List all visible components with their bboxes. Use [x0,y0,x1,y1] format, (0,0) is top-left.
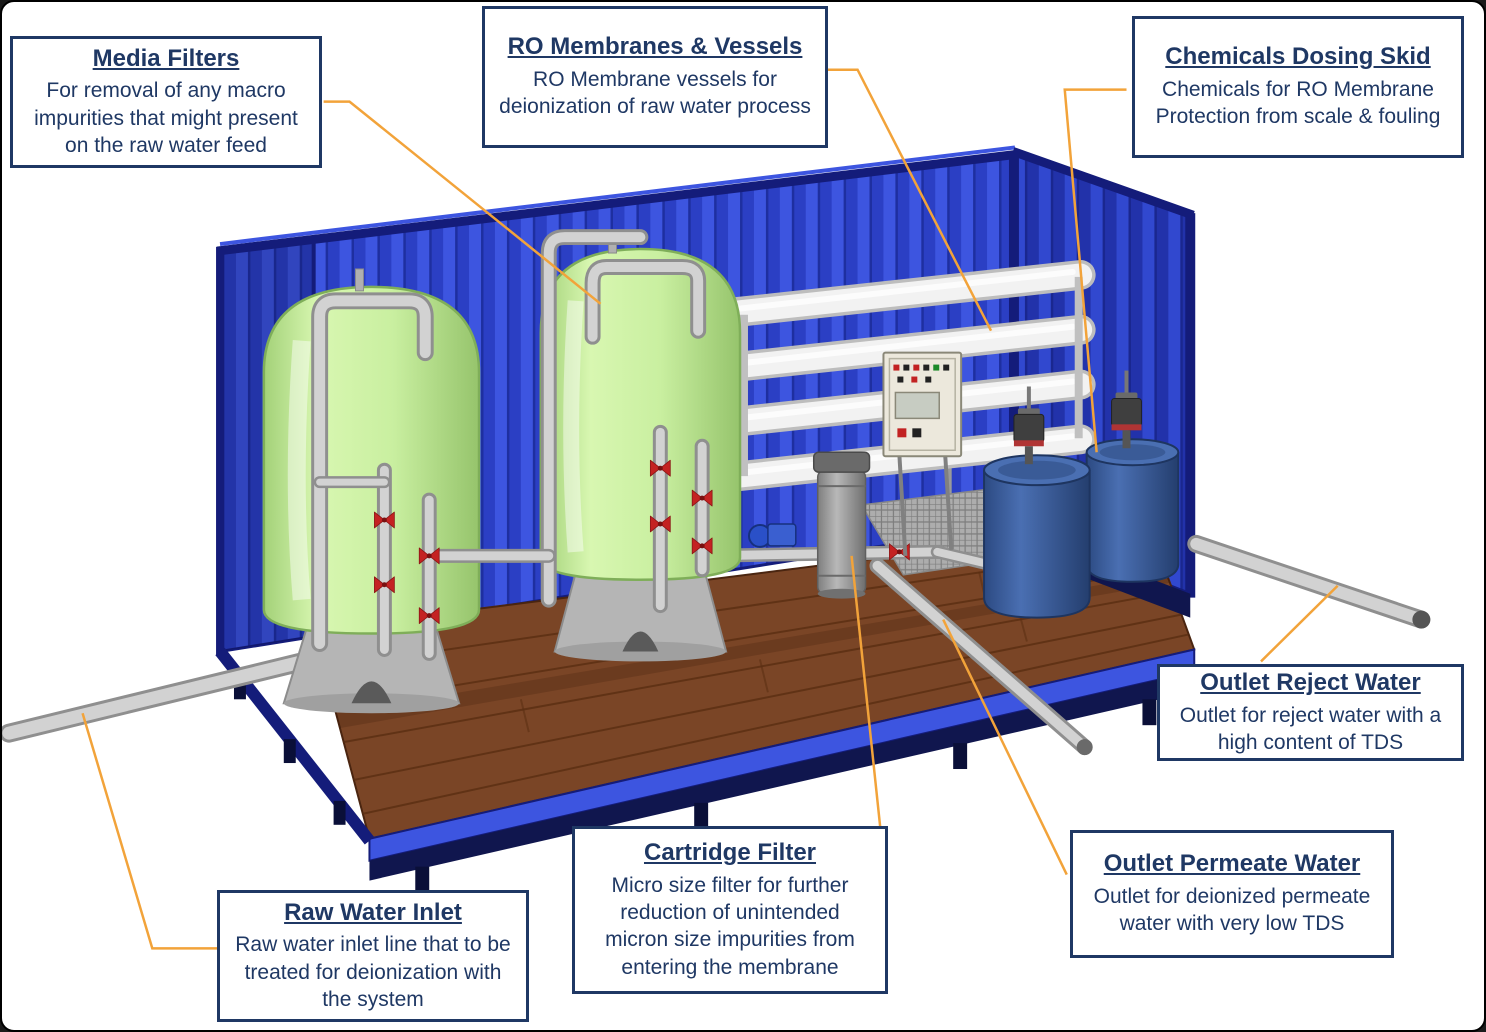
permeate-water-outlet-pipe [869,557,1093,756]
callout-title: Outlet Reject Water [1200,668,1421,696]
leader-raw-water-inlet [81,712,219,950]
callout-title: Outlet Permeate Water [1103,850,1361,878]
leader-ro-membranes [825,68,993,332]
chemical-dosing-tank-2 [1085,370,1180,583]
callout-chemicals-dosing: Chemicals Dosing Skid Chemicals for RO M… [1132,16,1464,158]
feed-pump [747,523,797,548]
callout-raw-water-inlet: Raw Water Inlet Raw water inlet line tha… [217,890,529,1022]
callout-body: Outlet for deionized permeate water with… [1093,885,1371,936]
callout-title: RO Membranes & Vessels [507,33,803,61]
leader-chemicals-dosing [1063,88,1127,453]
callout-body: Raw water inlet line that to be treated … [235,933,511,1012]
callout-title: Chemicals Dosing Skid [1165,43,1431,71]
panel-buttons [893,364,950,383]
container-floor [215,522,1196,893]
callout-title: Cartridge Filter [643,839,817,866]
callout-cartridge-filter: Cartridge Filter Micro size filter for f… [572,826,888,994]
control-panel [882,351,963,556]
ro-membrane-vessels [715,259,1096,568]
callout-body: Micro size filter for further reduction … [605,873,855,979]
callout-body: RO Membrane vessels for deionization of … [499,68,811,119]
callout-body: Outlet for reject water with a high cont… [1179,703,1442,754]
leader-outlet-reject [1260,584,1339,663]
callout-title: Media Filters [92,44,240,72]
leader-cartridge-filter [850,555,887,877]
callout-body: For removal of any macro impurities that… [34,79,298,158]
media-filter-tank-2 [539,232,742,662]
callout-media-filters: Media Filters For removal of any macro i… [10,36,322,168]
callout-outlet-permeate: Outlet Permeate Water Outlet for deioniz… [1070,830,1394,958]
cartridge-filter [812,451,871,599]
callout-ro-membranes: RO Membranes & Vessels RO Membrane vesse… [482,6,828,148]
reject-water-outlet-pipe [1187,534,1431,629]
leader-lines [81,68,1339,950]
callout-body: Chemicals for RO Membrane Protection fro… [1155,78,1441,129]
panel-display [894,391,940,420]
callout-title: Raw Water Inlet [284,898,462,926]
callout-outlet-reject: Outlet Reject Water Outlet for reject wa… [1157,664,1464,761]
tank-piping [311,229,713,661]
chemical-dosing-skid [983,370,1180,619]
leader-outlet-permeate [942,619,1068,876]
chemical-dosing-tank-1 [983,386,1091,619]
leader-media-filters [323,100,602,305]
